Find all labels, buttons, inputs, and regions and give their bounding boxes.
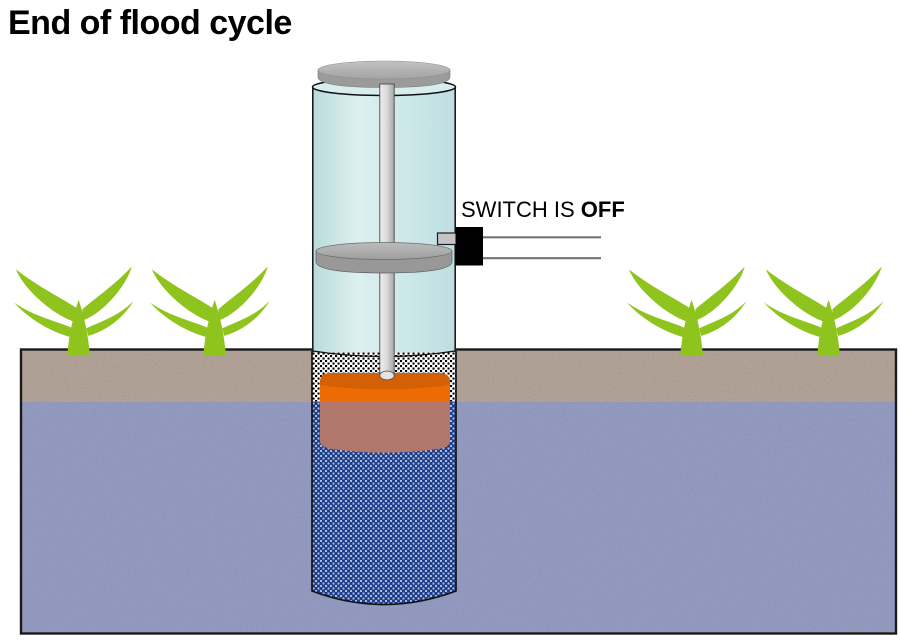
float-rod bbox=[379, 83, 395, 377]
water-texture bbox=[21, 402, 896, 633]
plant-3 bbox=[627, 266, 747, 356]
float-disc bbox=[315, 242, 453, 260]
plant-1 bbox=[14, 266, 134, 356]
ground-section bbox=[19, 348, 898, 635]
well-above-ground bbox=[311, 60, 457, 381]
page-title: End of flood cycle bbox=[8, 4, 292, 42]
disc-tab bbox=[436, 232, 459, 246]
switch-state: OFF bbox=[580, 197, 625, 222]
soil-texture bbox=[21, 350, 896, 402]
ground-border bbox=[19, 348, 898, 635]
switch-label: SWITCH IS OFF bbox=[461, 197, 625, 223]
well-cap bbox=[317, 60, 451, 80]
float-rod-end bbox=[379, 370, 395, 381]
well-below-ground bbox=[311, 351, 457, 606]
switch-box bbox=[455, 227, 483, 266]
casing-walls bbox=[312, 87, 456, 352]
switch-label-prefix: SWITCH IS bbox=[461, 197, 581, 222]
switch-assembly bbox=[436, 227, 601, 266]
plant-2 bbox=[150, 266, 270, 356]
well-casing-lower-outline bbox=[311, 351, 457, 606]
plant-4 bbox=[764, 266, 884, 356]
float-top-edge bbox=[320, 373, 450, 390]
float-submerged-part bbox=[320, 401, 450, 453]
